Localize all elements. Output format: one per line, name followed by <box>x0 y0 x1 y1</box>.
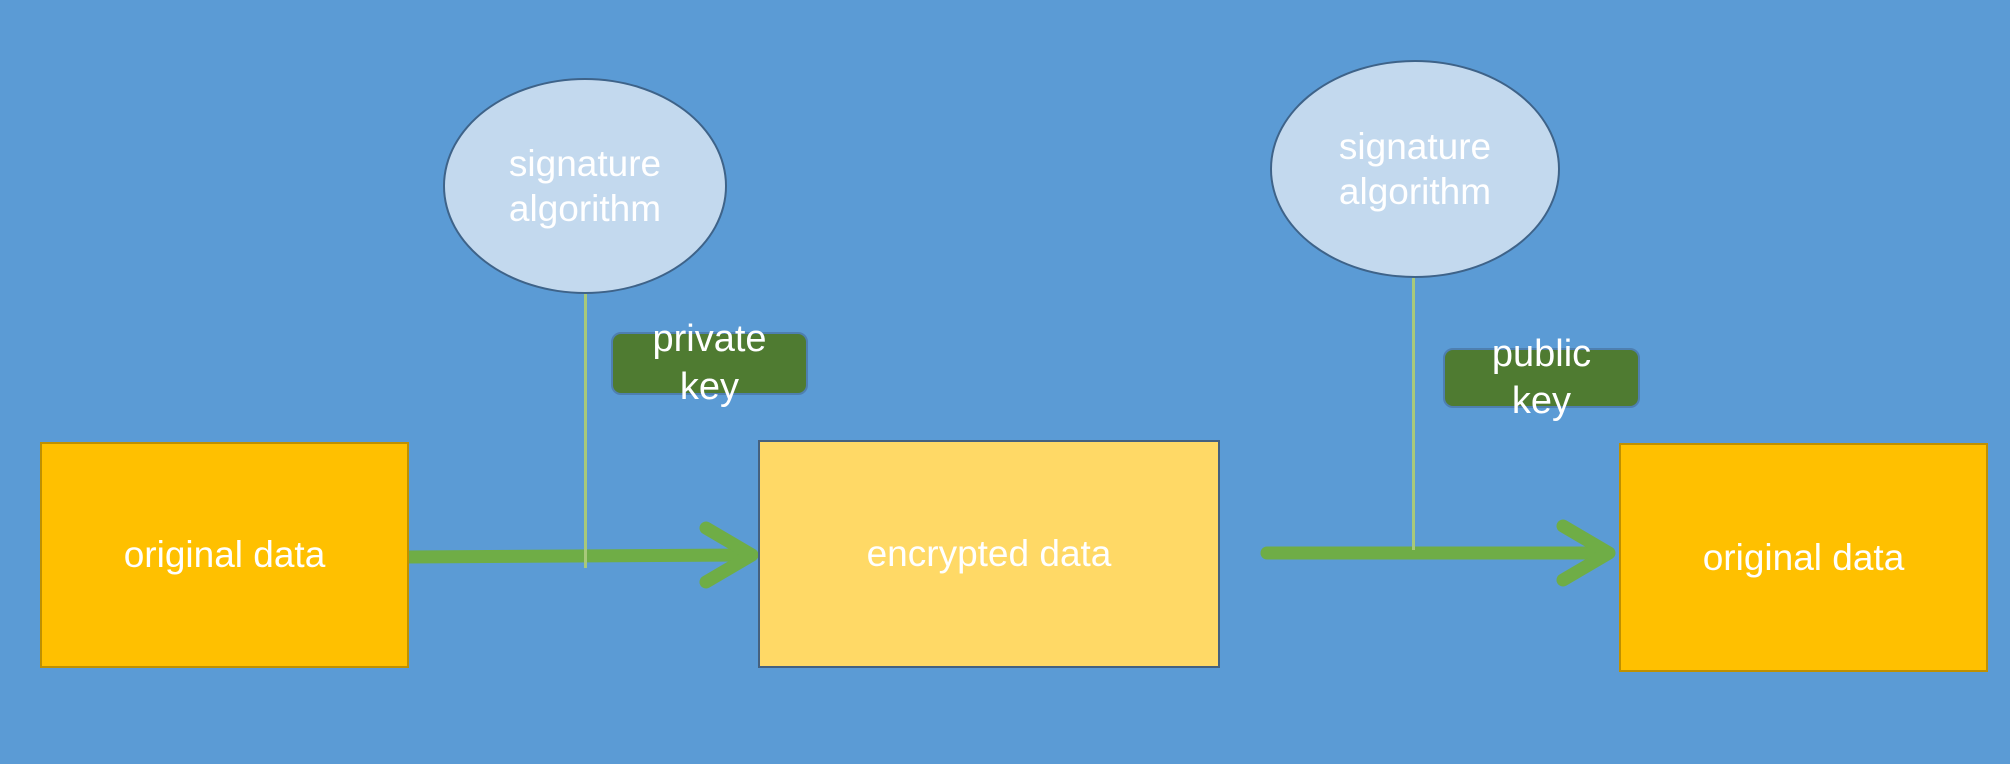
private-key-label: private key <box>652 318 767 408</box>
public-key-label: public key <box>1491 332 1592 423</box>
original-data-box-left: original data <box>40 442 409 668</box>
arrow-shaft <box>399 548 753 564</box>
private-key-box: private key <box>611 318 808 408</box>
ellipse-signature-algorithm-left: signature algorithm <box>443 78 727 294</box>
arrow-head-icon <box>699 521 759 589</box>
encrypted-data-label: encrypted data <box>866 533 1112 575</box>
ellipse-signature-algorithm-right: signature algorithm <box>1270 60 1560 278</box>
arrow-verify-flow <box>1260 519 1616 587</box>
original-data-label: original data <box>1702 536 1905 578</box>
original-data-box-right: original data <box>1619 443 1988 672</box>
connector-line-left <box>584 294 587 568</box>
arrow-head-icon <box>1556 519 1616 587</box>
encrypted-data-box: encrypted data <box>758 440 1220 668</box>
arrow-sign-flow <box>399 521 759 589</box>
connector-line-right <box>1412 278 1415 550</box>
original-data-label: original data <box>123 534 326 576</box>
ellipse-label: signature algorithm <box>1338 125 1492 212</box>
ellipse-label: signature algorithm <box>508 142 662 229</box>
public-key-box: public key <box>1443 333 1640 422</box>
